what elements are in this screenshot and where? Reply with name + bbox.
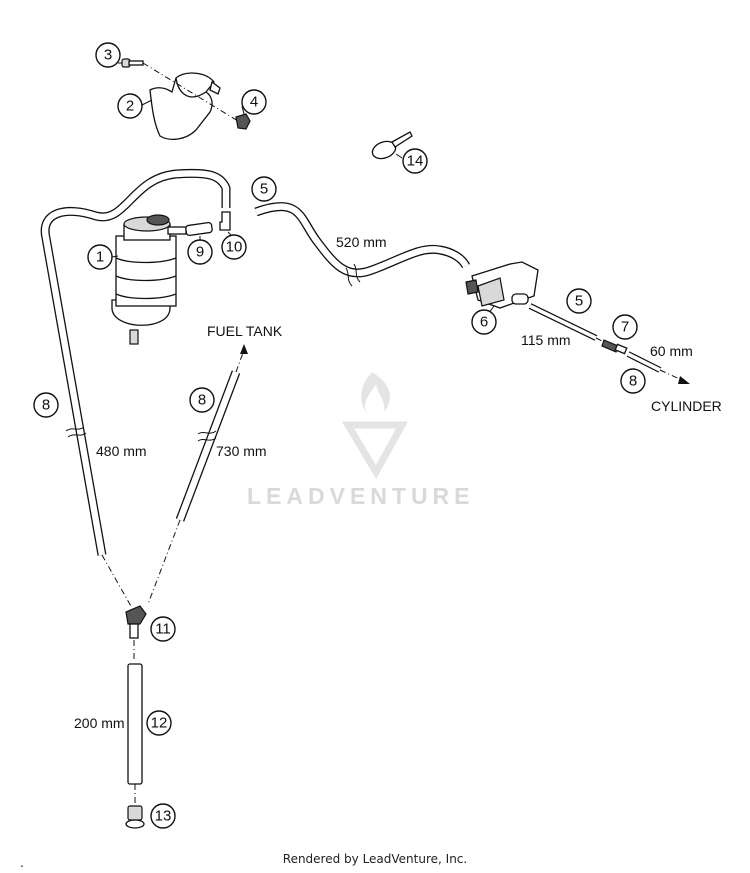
callout-label: 10 <box>226 239 243 256</box>
bracket-part-2 <box>149 72 221 141</box>
hose-part-5-upper <box>254 202 471 287</box>
hose-part-8-fuel-tank <box>147 344 248 605</box>
callout-7: 7 <box>612 314 638 340</box>
dimension-200mm: 200 mm <box>74 715 125 731</box>
callout-label: 8 <box>629 373 637 390</box>
callout-3: 3 <box>95 42 121 68</box>
callout-14: 14 <box>402 148 428 174</box>
canister-part-1 <box>111 214 187 345</box>
connector-part-7 <box>601 339 628 355</box>
callout-11: 11 <box>150 616 176 642</box>
callout-label: 2 <box>126 98 134 115</box>
callout-label: 13 <box>155 808 172 825</box>
callout-5-upper: 5 <box>251 176 277 202</box>
callout-label: 12 <box>151 715 168 732</box>
callout-label: 5 <box>575 293 583 310</box>
hose-part-5-lower <box>528 303 605 343</box>
callout-label: 7 <box>621 319 629 336</box>
callout-10: 10 <box>221 234 247 260</box>
bolt-part-3 <box>121 58 239 122</box>
dimension-480mm: 480 mm <box>96 443 147 459</box>
hose-part-12 <box>127 663 143 806</box>
footer-mark: . <box>20 856 24 870</box>
hose-part-8-left <box>40 168 231 609</box>
footer-credit: Rendered by LeadVenture, Inc. <box>282 852 468 866</box>
dimension-115mm: 115 mm <box>521 332 571 348</box>
callout-8-fuel-tank: 8 <box>189 387 215 413</box>
callout-2: 2 <box>117 93 143 119</box>
watermark-text: LEADVENTURE <box>247 483 475 509</box>
callout-9: 9 <box>187 239 213 265</box>
hose-part-8-cylinder <box>626 351 690 384</box>
callout-13: 13 <box>150 803 176 829</box>
destination-cylinder: CYLINDER <box>651 398 722 414</box>
callout-label: 6 <box>480 314 488 331</box>
callout-label: 4 <box>250 94 258 111</box>
valve-part-6 <box>465 261 539 309</box>
callout-8-cylinder: 8 <box>620 368 646 394</box>
hose-part-9 <box>185 221 213 237</box>
callout-label: 3 <box>104 47 112 64</box>
callout-4: 4 <box>241 89 267 115</box>
cable-tie-part-14 <box>371 131 413 160</box>
callout-label: 8 <box>42 397 50 414</box>
callout-1: 1 <box>87 244 113 270</box>
dimension-730mm: 730 mm <box>216 443 267 459</box>
watermark-logo: LEADVENTURE <box>247 372 475 509</box>
callout-label: 9 <box>196 244 204 261</box>
callout-label: 11 <box>155 621 171 638</box>
callout-label: 1 <box>96 249 104 266</box>
callout-12: 12 <box>146 710 172 736</box>
t-fitting-part-11 <box>125 605 147 660</box>
callout-5-lower: 5 <box>566 288 592 314</box>
nut-part-4 <box>235 113 251 130</box>
callout-label: 8 <box>198 392 206 409</box>
callout-6: 6 <box>471 309 497 335</box>
elbow-part-10 <box>219 211 231 231</box>
destination-fuel-tank: FUEL TANK <box>207 323 283 339</box>
cap-part-13 <box>125 805 145 829</box>
callout-label: 14 <box>407 153 424 170</box>
callout-label: 5 <box>260 181 268 198</box>
dimension-520mm: 520 mm <box>336 234 387 250</box>
dimension-60mm: 60 mm <box>650 343 693 359</box>
callout-8-left: 8 <box>33 392 59 418</box>
